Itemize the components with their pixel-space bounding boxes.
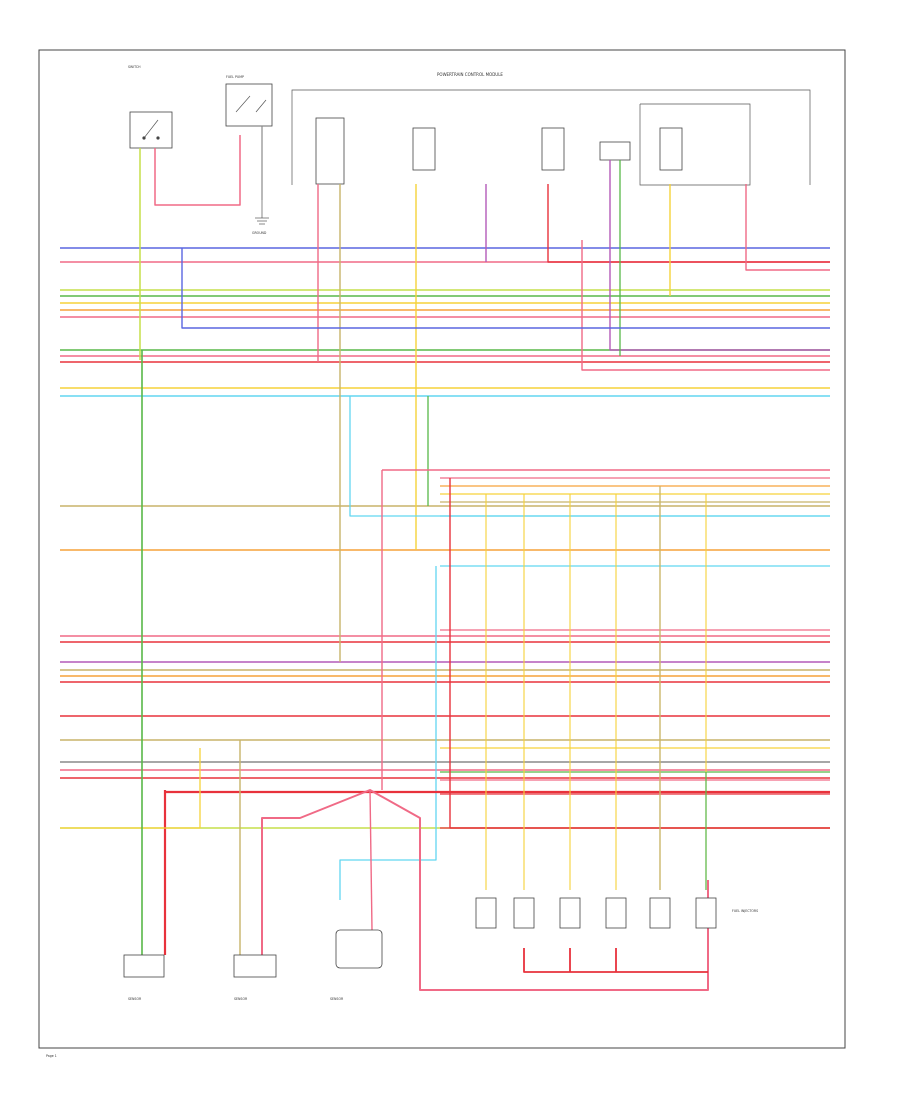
- bottom-sensor-a: [123, 954, 165, 978]
- injector-group-label: FUEL INJECTORS: [732, 909, 758, 913]
- wire: [349, 396, 830, 517]
- ground-icon: [255, 200, 269, 225]
- wire: [581, 240, 830, 371]
- bottom-sensor-b-label: SENSOR: [234, 997, 248, 1001]
- wire: [261, 789, 709, 991]
- bottom-sensor-a-label: SENSOR: [128, 997, 142, 1001]
- wire: [154, 135, 241, 206]
- bottom-sensor-b: [233, 954, 277, 978]
- top-left-switch-label: SWITCH: [128, 65, 141, 69]
- top-left-switch: [129, 111, 173, 149]
- bottom-sensor-c: [335, 929, 383, 969]
- top-module-bracket: [291, 89, 811, 186]
- wire: [449, 478, 830, 829]
- fuel-injector: [475, 897, 497, 929]
- fuel-injector: [559, 897, 581, 929]
- wire: [60, 748, 201, 829]
- wire-layer: [60, 126, 830, 991]
- wire: [609, 160, 830, 351]
- ground-label: GROUND: [252, 231, 267, 235]
- fuel-injector: [605, 897, 627, 929]
- fuel-pump-relay: [225, 83, 273, 127]
- wire: [547, 184, 830, 263]
- bottom-sensor-c-label: SENSOR: [330, 997, 344, 1001]
- fuel-pump-label: FUEL PUMP: [226, 75, 244, 79]
- fuel-injector: [695, 897, 717, 929]
- diagram-frame: [38, 49, 846, 1049]
- wire: [339, 566, 437, 900]
- page-label: Page 1: [46, 1054, 57, 1058]
- wire: [369, 789, 373, 931]
- wire: [181, 248, 830, 329]
- fuel-injector: [649, 897, 671, 929]
- wire: [745, 184, 830, 271]
- fuel-injector-group: [475, 897, 717, 929]
- top-module-label: POWERTRAIN CONTROL MODULE: [437, 72, 503, 77]
- wire: [523, 948, 708, 973]
- fuel-injector: [513, 897, 535, 929]
